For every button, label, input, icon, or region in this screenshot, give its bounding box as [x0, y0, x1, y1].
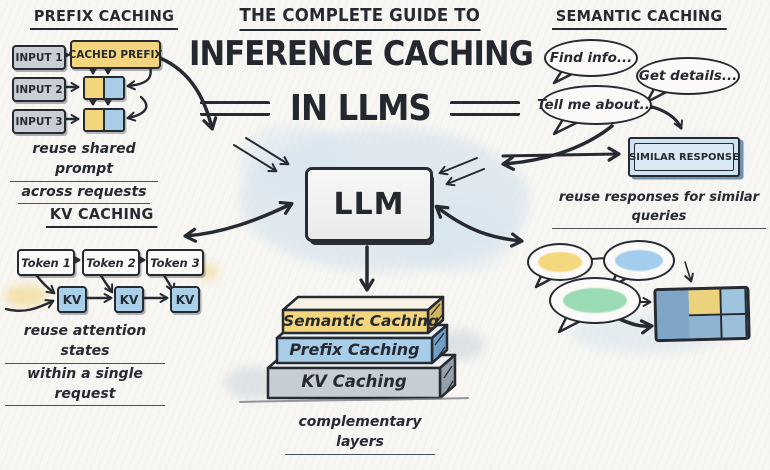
- arrow-kv-llm-bidirectional: [183, 200, 294, 243]
- cache-grid-box: [653, 285, 751, 343]
- similar-response-label: SIMILAR RESPONSE: [629, 143, 739, 171]
- stack-layer-prefix-label: Prefix Caching: [289, 340, 420, 359]
- prefix-caching-heading: PREFIX CACHING: [30, 7, 179, 30]
- arrow-bubble-to-similar-response: [647, 104, 684, 130]
- cache-cell: [688, 289, 722, 317]
- prefix-segment-cached: [85, 110, 103, 130]
- similar-response-box: SIMILAR RESPONSE: [628, 137, 740, 177]
- caption-line: reuse attention states: [5, 321, 165, 364]
- prefix-segment-new: [103, 78, 123, 98]
- cache-cell: [656, 290, 691, 340]
- title-sub-row: IN LLMS: [200, 86, 520, 130]
- semantic-caching-caption: reuse responses for similar queries: [552, 189, 766, 229]
- title-kicker-row: THE COMPLETE GUIDE TO: [225, 5, 495, 31]
- cached-prefix-box: CACHED PREFIX: [69, 40, 163, 69]
- kv-box-1: KV: [57, 286, 87, 313]
- green-scribble: [563, 288, 627, 313]
- stack-caption: complementary layers: [285, 412, 435, 455]
- response-bubble-green: [549, 277, 641, 324]
- response-bubble-blue: [603, 240, 675, 281]
- title-sub: IN LLMS: [289, 87, 431, 129]
- token-3-box: Token 3: [146, 249, 204, 276]
- title-flourish-right: [450, 100, 520, 116]
- shared-prefix-block-2: [83, 108, 125, 132]
- arrow-down-to-cache-grid: [684, 261, 694, 283]
- token-1-box: Token 1: [17, 249, 75, 276]
- caption-line: reuse shared prompt: [10, 139, 158, 182]
- arrow-llm-bubbles-bidirectional: [434, 204, 524, 248]
- cache-cell: [689, 315, 723, 339]
- semantic-caching-heading: SEMANTIC CACHING: [552, 7, 727, 30]
- kv-caching-caption: reuse attention states within a single r…: [5, 321, 165, 407]
- yellow-scribble: [538, 252, 582, 272]
- stack-ground-line: [239, 397, 469, 403]
- llm-box: LLM: [305, 167, 433, 242]
- query-bubble-get-details: Get details...: [636, 57, 740, 95]
- caption-line: across requests: [18, 182, 150, 204]
- caption-line: within a single request: [5, 364, 165, 407]
- arrow-chevron-topleft-2: [245, 137, 290, 166]
- kv-box-3: KV: [170, 286, 200, 313]
- prefix-caching-caption: reuse shared prompt across requests: [10, 139, 158, 204]
- query-bubble-find-info: Find info...: [544, 39, 638, 77]
- input-2-box: INPUT 2: [12, 77, 66, 102]
- flow-arrows: [158, 56, 694, 335]
- title-flourish-left: [200, 100, 270, 116]
- kv-box-2: KV: [114, 286, 144, 313]
- query-bubble-tell-me-about: Tell me about...: [537, 85, 655, 125]
- caption-line: complementary layers: [285, 412, 435, 455]
- cache-cell: [721, 288, 748, 316]
- arrow-semantic-to-llm: [501, 124, 614, 171]
- caption-line: reuse responses for similar queries: [552, 189, 766, 229]
- shared-prefix-block-1: [83, 76, 125, 100]
- prefix-segment-cached: [85, 78, 103, 98]
- arrow-chevron-topright-2: [438, 157, 478, 176]
- title-kicker: THE COMPLETE GUIDE TO: [239, 5, 481, 31]
- token-2-box: Token 2: [82, 249, 140, 276]
- arrow-to-similar-response: [501, 146, 621, 162]
- arrow-chevron-topleft-1: [233, 144, 278, 173]
- prefix-segment-new: [103, 110, 123, 130]
- stack-layer-kv-label: KV Caching: [301, 372, 407, 391]
- arrow-chevron-topright-1: [445, 168, 485, 187]
- stack-layer-semantic-label: Semantic Caching: [283, 312, 440, 330]
- kv-caching-heading: KV CACHING: [46, 205, 158, 228]
- response-bubble-yellow: [527, 243, 593, 281]
- cache-cell: [721, 315, 748, 338]
- blue-scribble: [615, 250, 663, 271]
- layer-stack: [266, 295, 457, 400]
- input-3-box: INPUT 3: [12, 109, 66, 134]
- title-main: INFERENCE CACHING: [189, 34, 534, 74]
- input-1-box: INPUT 1: [12, 45, 66, 70]
- arrow-prefix-to-llm: [158, 56, 218, 131]
